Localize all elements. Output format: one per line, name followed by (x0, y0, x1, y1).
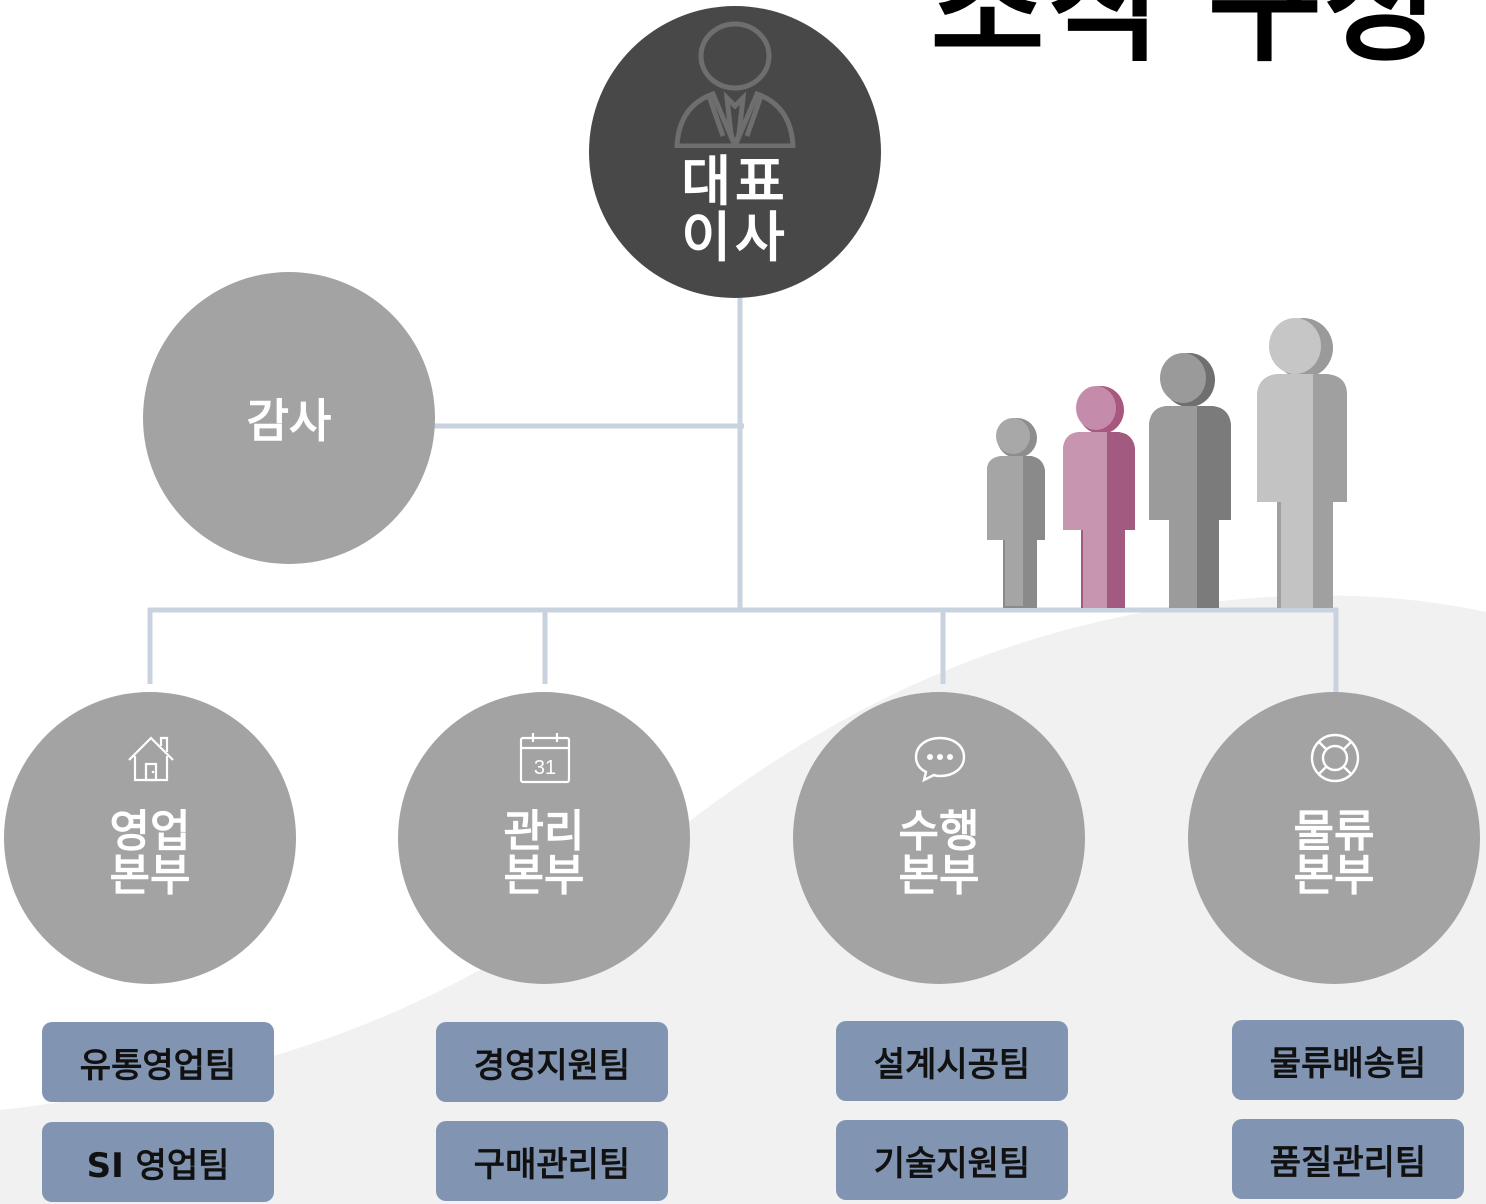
page-title: 조직 구성 (930, 0, 1440, 79)
ceo-label: 대표 이사 (681, 150, 789, 269)
calendar-day: 31 (534, 757, 556, 779)
team-box[interactable]: 구매관리팀 (436, 1121, 668, 1201)
person-figure (1257, 318, 1347, 608)
businessman-icon (674, 21, 796, 148)
house-icon (128, 736, 174, 782)
audit-label: 감사 (246, 394, 332, 448)
team-box[interactable]: 물류배송팀 (1232, 1020, 1464, 1100)
division-management[interactable]: 31 관리 본부 (398, 692, 690, 984)
person-figure (1149, 353, 1231, 608)
division-label: 수행 본부 (898, 806, 980, 901)
ceo-node[interactable]: 대표 이사 (589, 6, 881, 298)
division-label: 영업 본부 (109, 806, 191, 901)
person-figure-highlighted (1063, 386, 1135, 608)
division-label: 물류 본부 (1293, 806, 1375, 901)
division-label: 관리 본부 (503, 806, 585, 901)
chat-bubble-icon (914, 736, 966, 783)
division-execution[interactable]: 수행 본부 (793, 692, 1085, 984)
person-figure (987, 418, 1045, 608)
calendar-icon: 31 (519, 733, 571, 784)
team-box[interactable]: 경영지원팀 (436, 1022, 668, 1102)
team-box[interactable]: SI 영업팀 (42, 1122, 274, 1202)
team-box[interactable]: 설계시공팀 (836, 1021, 1068, 1101)
audit-node[interactable]: 감사 (143, 272, 435, 564)
team-box[interactable]: 유통영업팀 (42, 1022, 274, 1102)
team-box[interactable]: 기술지원팀 (836, 1120, 1068, 1200)
people-figures-illustration (987, 318, 1347, 608)
division-logistics[interactable]: 물류 본부 (1188, 692, 1480, 984)
division-sales[interactable]: 영업 본부 (4, 692, 296, 984)
lifebuoy-icon (1310, 733, 1360, 783)
team-box[interactable]: 품질관리팀 (1232, 1119, 1464, 1199)
